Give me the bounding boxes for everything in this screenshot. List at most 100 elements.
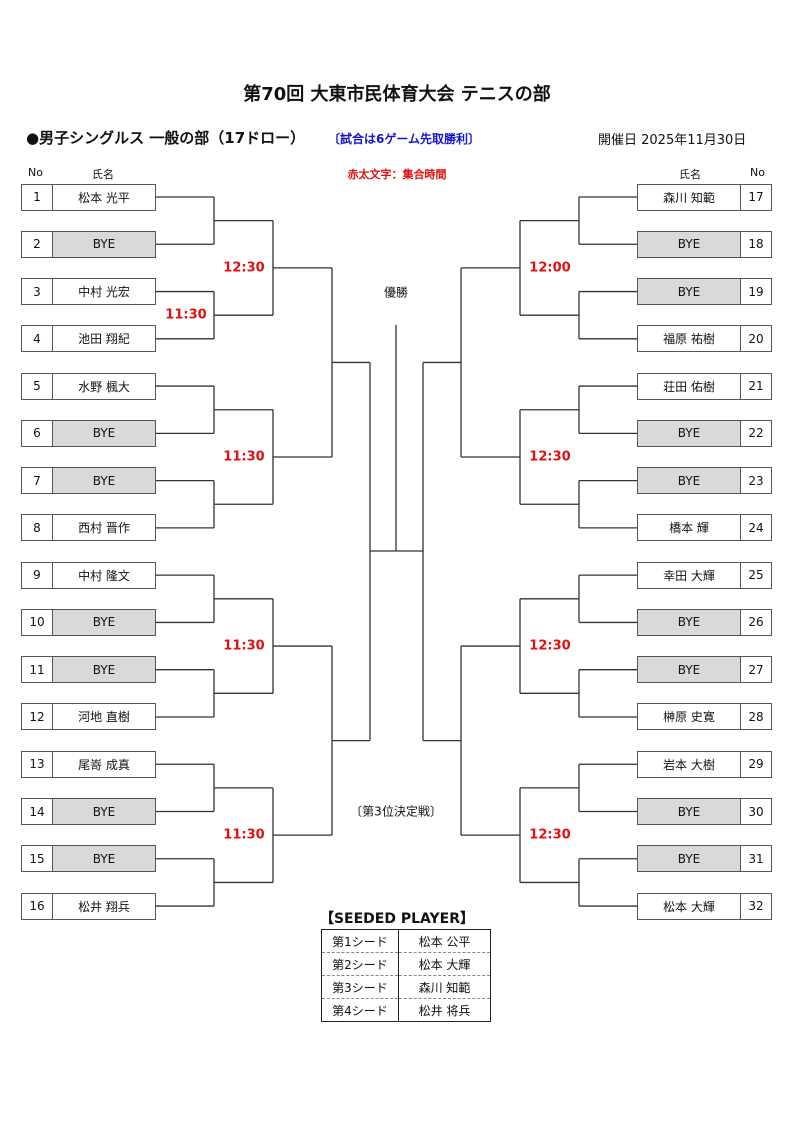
bye-slot: BYE — [638, 468, 740, 494]
player-number: 30 — [740, 799, 771, 824]
assembly-time: 11:30 — [223, 449, 265, 465]
right-col-no-header: No — [750, 166, 765, 179]
player-number: 31 — [740, 846, 771, 872]
player-number: 12 — [22, 704, 53, 730]
player-number: 20 — [740, 326, 771, 352]
player-name: 岩本 大樹 — [663, 757, 715, 772]
bye-slot: BYE — [53, 657, 155, 683]
player-number: 17 — [740, 184, 771, 210]
player-number: 23 — [740, 468, 771, 494]
player-slot: 福原 祐樹 20 — [637, 325, 772, 353]
player-number: 7 — [22, 468, 53, 494]
player-slot: 幸田 大輝 25 — [637, 561, 772, 589]
assembly-time: 12:30 — [223, 260, 265, 276]
player-number: 14 — [22, 799, 53, 824]
bye-slot: BYE — [638, 609, 740, 635]
seed-rank: 第2シード — [321, 952, 399, 976]
seed-player-name: 森川 知範 — [398, 975, 491, 999]
bye-slot: BYE — [53, 420, 155, 446]
player-number: 3 — [22, 279, 53, 305]
champion-label: 優勝 — [383, 285, 409, 300]
third-place-label: 〔第3位決定戦〕 — [350, 804, 442, 819]
bye-slot: BYE — [638, 657, 740, 683]
player-number: 32 — [740, 893, 771, 919]
player-number: 24 — [740, 515, 771, 541]
bye-slot: BYE — [53, 609, 155, 635]
player-number: 22 — [740, 420, 771, 446]
player-name: 荘田 佑樹 — [663, 379, 715, 394]
player-number: 21 — [740, 373, 771, 399]
bye-slot: BYE — [53, 231, 155, 257]
player-number: 10 — [22, 609, 53, 635]
seeded-player-table: 第1シード松本 公平第2シード松本 大輝第3シード森川 知範第4シード松井 将兵 — [321, 929, 491, 1022]
player-number: 25 — [740, 562, 771, 588]
player-number: 16 — [22, 893, 53, 919]
seeded-player-title: 【SEEDED PLAYER】 — [319, 911, 475, 927]
player-name: 松本 光平 — [78, 190, 130, 205]
player-slot: 8 西村 晋作 — [21, 514, 156, 542]
right-col-name-header: 氏名 — [679, 168, 701, 181]
player-name: 河地 直樹 — [78, 710, 130, 725]
player-number: 9 — [22, 562, 53, 588]
player-name: 中村 隆文 — [78, 568, 130, 583]
event-subtitle: ●男子シングルス 一般の部（17ドロー） — [26, 129, 306, 147]
player-number: 28 — [740, 704, 771, 730]
assembly-time: 11:30 — [165, 307, 207, 323]
time-legend: 赤太文字：集合時間 — [347, 168, 447, 181]
player-number: 11 — [22, 657, 53, 683]
bye-slot: BYE — [53, 468, 155, 494]
player-number: 19 — [740, 279, 771, 305]
bye-slot: BYE — [53, 846, 155, 872]
bye-slot: BYE — [53, 799, 155, 824]
player-number: 29 — [740, 751, 771, 777]
assembly-time: 11:30 — [223, 827, 265, 843]
player-name: 福原 祐樹 — [663, 332, 715, 347]
player-number: 13 — [22, 751, 53, 777]
player-slot: 岩本 大樹 29 — [637, 750, 772, 778]
event-date: 開催日 2025年11月30日 — [598, 133, 747, 148]
player-slot: 12 河地 直樹 — [21, 703, 156, 731]
assembly-time: 12:30 — [529, 449, 571, 465]
bye-slot: BYE — [638, 279, 740, 305]
player-number: 15 — [22, 846, 53, 872]
player-number: 6 — [22, 420, 53, 446]
seed-row: 第2シード松本 大輝 — [321, 952, 491, 976]
seed-row: 第1シード松本 公平 — [321, 929, 491, 953]
seed-rank: 第4シード — [321, 998, 399, 1022]
player-name: 松本 大輝 — [663, 899, 715, 914]
player-name: 水野 楓大 — [78, 379, 130, 394]
player-slot: 16 松井 翔兵 — [21, 892, 156, 920]
player-name: 西村 晋作 — [78, 521, 130, 536]
player-number: 27 — [740, 657, 771, 683]
player-name: 池田 翔紀 — [78, 332, 130, 347]
player-number: 2 — [22, 231, 53, 257]
bye-slot: BYE — [638, 420, 740, 446]
assembly-time: 12:30 — [529, 638, 571, 654]
seed-rank: 第1シード — [321, 929, 399, 953]
bye-slot: BYE — [638, 231, 740, 257]
player-slot: 松本 大輝 32 — [637, 892, 772, 920]
player-number: 8 — [22, 515, 53, 541]
player-name: 幸田 大輝 — [663, 568, 715, 583]
seed-rank: 第3シード — [321, 975, 399, 999]
player-name: 松井 翔兵 — [78, 899, 130, 914]
player-number: 18 — [740, 231, 771, 257]
bye-slot: BYE — [638, 799, 740, 824]
